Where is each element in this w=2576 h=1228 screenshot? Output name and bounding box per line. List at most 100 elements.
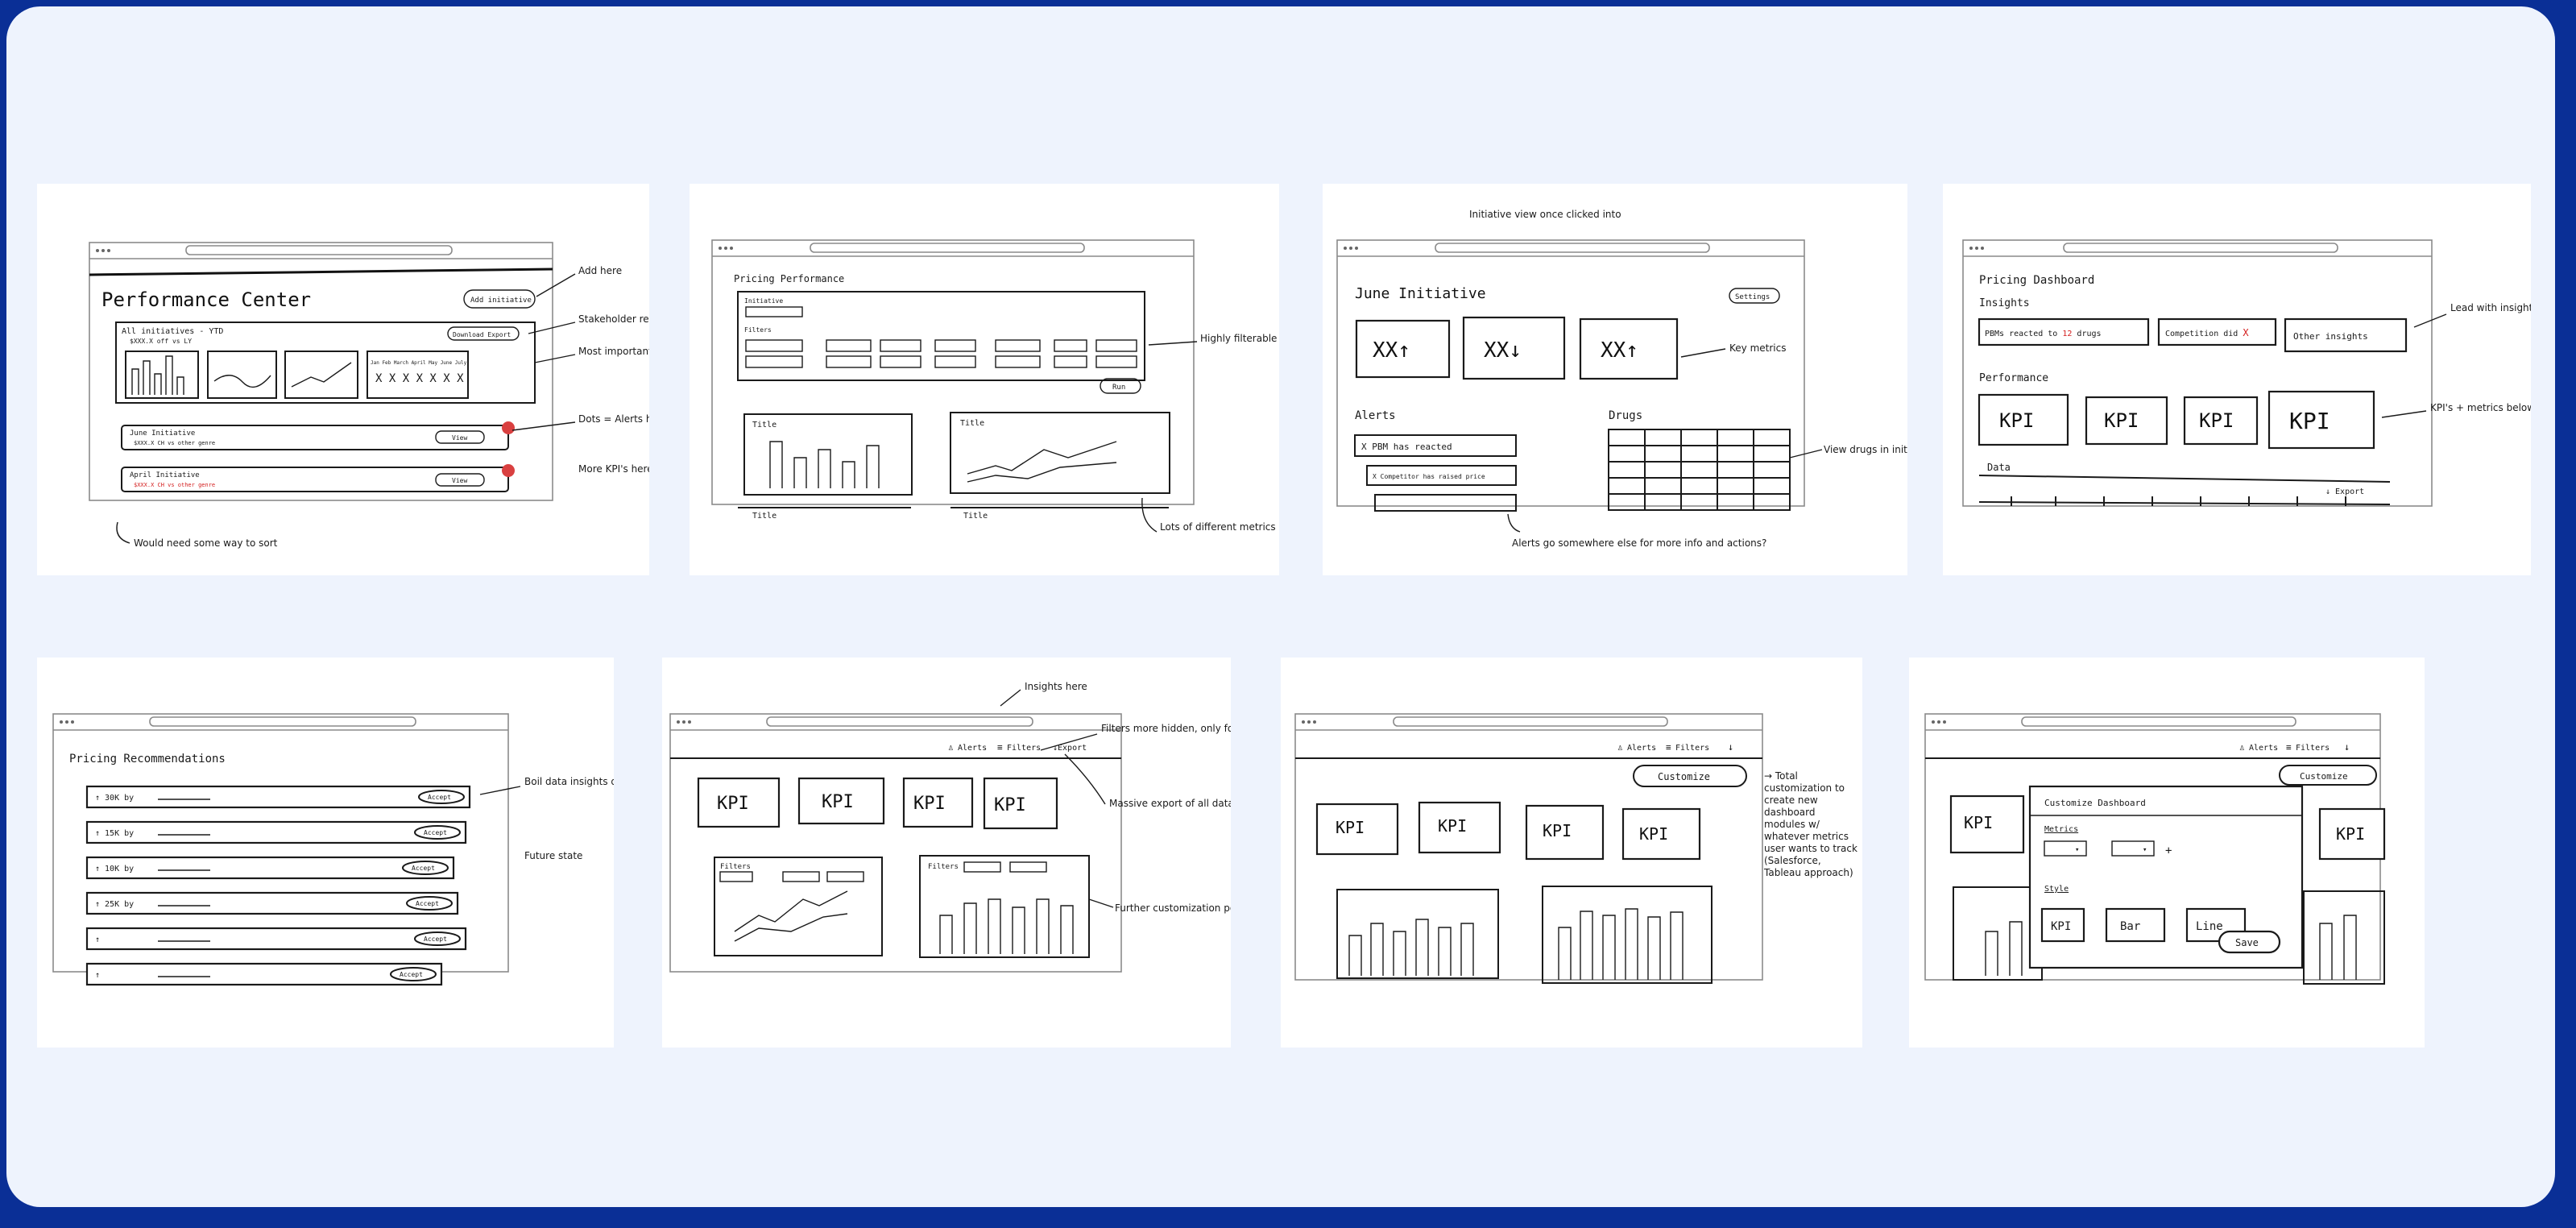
- kpi-card: [1315, 803, 1399, 856]
- view-button[interactable]: [435, 473, 485, 487]
- kpi-card: [797, 777, 885, 825]
- insight-card[interactable]: [1978, 317, 2150, 346]
- alerts-link[interactable]: Alerts: [1627, 744, 1656, 753]
- settings-button[interactable]: [1729, 288, 1780, 304]
- summary-sub: $XXX.X off vs LY: [130, 338, 192, 345]
- browser-window: [1962, 239, 2433, 507]
- annotation: More KPI's here: [578, 463, 649, 475]
- svg-text:PBMs reacted to 12 dru: PBMs reacted to 12 drugs: [1985, 330, 2102, 338]
- accept-button[interactable]: [390, 967, 437, 981]
- recommendation-label: ↑: [95, 971, 100, 980]
- accept-label: Accept: [424, 936, 447, 943]
- kpi-value: XX↑: [1601, 338, 1638, 363]
- chart-title: Title: [752, 421, 777, 429]
- style-label: Style: [2044, 885, 2069, 894]
- kpi-card: [2318, 807, 2386, 861]
- download-export-button[interactable]: [447, 326, 520, 341]
- kpi-label: KPI: [1999, 409, 2034, 432]
- annotation: Lots of different metrics and graphs: [1160, 521, 1279, 533]
- chart-title: Title: [752, 512, 777, 521]
- annotation: Future state: [524, 850, 582, 861]
- initiative-select[interactable]: [745, 306, 803, 317]
- chevron-down-icon: ▾: [2075, 846, 2079, 854]
- export-link[interactable]: ↓: [2344, 741, 2350, 753]
- bell-icon[interactable]: ♙: [948, 742, 954, 753]
- recommendation-label: ↑ 10K by: [95, 865, 134, 873]
- wireframe-drawing: Pricing Performance Initiative Filters R…: [711, 239, 1279, 533]
- customize-button[interactable]: [1633, 765, 1747, 787]
- accept-label: Accept: [416, 900, 439, 907]
- style-label-bar: Bar: [2120, 920, 2140, 933]
- sketch-dashboard-filters: ♙ Alerts ≡ Filters ↓Export KPI KPI KPI K…: [662, 658, 1231, 1048]
- style-option-kpi[interactable]: [2040, 907, 2085, 943]
- filters-link[interactable]: Filters: [1007, 744, 1041, 753]
- insight-text: Other insights: [2293, 331, 2368, 342]
- drugs-title: Drugs: [1609, 409, 1642, 422]
- style-option-bar[interactable]: [2105, 907, 2166, 943]
- kpi-label: KPI: [1639, 824, 1668, 844]
- annotation-block: → Total customization to create new dash…: [1764, 770, 1857, 878]
- alert-item[interactable]: [1354, 434, 1517, 457]
- alert-item[interactable]: [1374, 494, 1517, 512]
- initiative-row[interactable]: [121, 467, 509, 492]
- kpi-value: XX↓: [1484, 338, 1522, 363]
- filters-link[interactable]: Filters: [1675, 744, 1709, 753]
- save-button[interactable]: [2218, 930, 2281, 954]
- customize-button[interactable]: [2279, 765, 2377, 786]
- add-initiative-label: Add initiative: [470, 297, 532, 305]
- alerts-link[interactable]: Alerts: [2249, 744, 2278, 753]
- export-link[interactable]: ↓: [1728, 741, 1733, 753]
- sketch-june-initiative: Initiative view once clicked into June I…: [1323, 184, 1907, 575]
- panel-filters: Filters: [720, 863, 751, 871]
- browser-window: [1294, 713, 1763, 981]
- annotation: Further customization potential: [1115, 902, 1231, 914]
- row-sub: $XXX.X CH vs other genre: [134, 482, 215, 488]
- annotation: Alerts go somewhere else for more info a…: [1512, 537, 1766, 549]
- insight-card[interactable]: [2157, 317, 2277, 346]
- style-option-line[interactable]: [2185, 907, 2247, 943]
- bar-chart-panel: [919, 855, 1090, 958]
- annotation: Massive export of all data based on filt…: [1109, 798, 1231, 809]
- bell-icon[interactable]: ♙: [1617, 742, 1623, 753]
- alerts-link[interactable]: Alerts: [958, 744, 987, 753]
- initiative-label: Initiative: [744, 297, 783, 305]
- filters-link[interactable]: Filters: [2296, 744, 2330, 753]
- data-title: Data: [1987, 462, 2011, 473]
- accept-button[interactable]: [402, 861, 449, 875]
- accept-button[interactable]: [418, 790, 465, 804]
- alert-dot: [502, 464, 515, 477]
- bell-icon[interactable]: ♙: [2239, 742, 2245, 753]
- filter-panel: [737, 291, 1145, 381]
- export-link[interactable]: ↓Export: [1053, 744, 1087, 753]
- alert-item[interactable]: [1366, 465, 1517, 486]
- accept-button[interactable]: [414, 931, 461, 946]
- export-link[interactable]: ↓ Export: [2325, 487, 2364, 496]
- initiative-row[interactable]: [121, 425, 509, 450]
- chart-title: Title: [960, 419, 984, 428]
- months-table: [367, 351, 469, 399]
- filters-label: Filters: [744, 326, 772, 334]
- accept-button[interactable]: [406, 896, 453, 911]
- annotation: View drugs in initiative: [1824, 444, 1907, 455]
- run-label: Run: [1112, 384, 1125, 392]
- accept-button[interactable]: [414, 825, 461, 840]
- annotation: Boil data insights down into straight pr…: [524, 776, 614, 787]
- filter-icon[interactable]: ≡: [1666, 742, 1671, 753]
- kpi-card: [1355, 319, 1451, 379]
- insight-card[interactable]: [2284, 317, 2408, 353]
- recommendation-label: ↑: [95, 936, 100, 944]
- filter-icon[interactable]: ≡: [2286, 742, 2292, 753]
- kpi-card: [2183, 396, 2259, 446]
- accept-label: Accept: [412, 865, 435, 872]
- run-button[interactable]: [1100, 378, 1141, 394]
- view-button[interactable]: [435, 430, 485, 444]
- chart-title: Title: [963, 512, 988, 521]
- recommendation-label: ↑ 15K by: [95, 829, 134, 838]
- metric-select[interactable]: [2044, 840, 2087, 857]
- add-initiative-button[interactable]: [463, 289, 536, 309]
- data-table: [1978, 475, 2391, 506]
- filter-icon[interactable]: ≡: [997, 742, 1003, 753]
- metric-select[interactable]: [2111, 840, 2155, 857]
- add-metric-button[interactable]: +: [2165, 844, 2172, 857]
